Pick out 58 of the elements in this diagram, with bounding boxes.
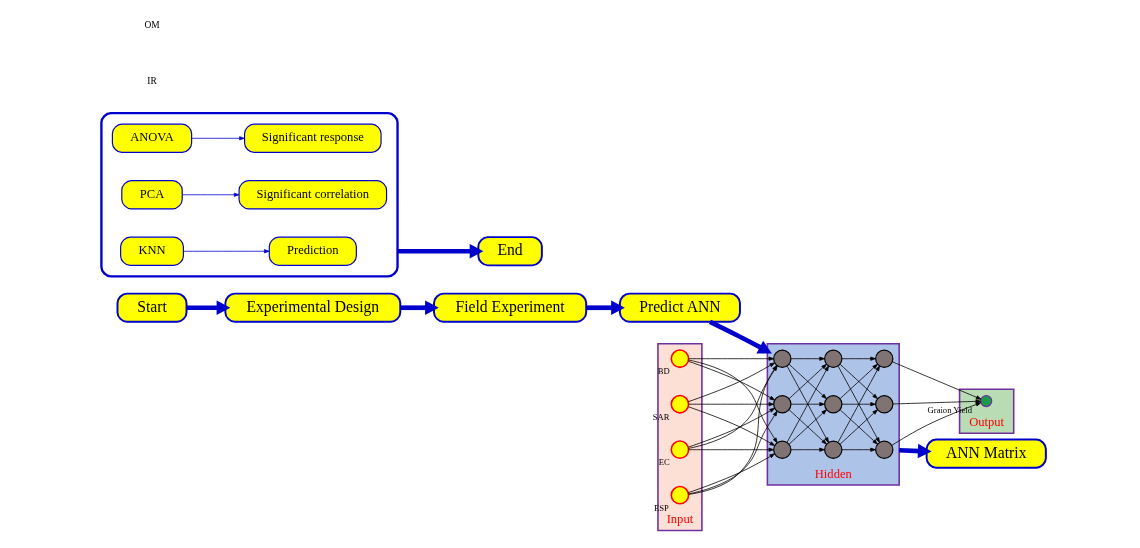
arrow bbox=[687, 356, 774, 361]
arrow bbox=[190, 136, 245, 141]
node-box: Experimental Design bbox=[223, 292, 401, 323]
label: OM bbox=[143, 19, 160, 30]
arrow bbox=[687, 453, 775, 493]
node-box: ANOVA bbox=[111, 123, 192, 153]
arrow bbox=[181, 192, 239, 197]
arrow bbox=[585, 300, 625, 315]
arrow bbox=[687, 402, 774, 407]
arrow bbox=[790, 447, 825, 452]
node-circle bbox=[874, 440, 893, 459]
node-circle bbox=[874, 395, 893, 414]
node-box: Start bbox=[116, 292, 187, 323]
arrow bbox=[891, 361, 981, 400]
node-box: Prediction bbox=[268, 236, 357, 266]
node-box: Field Experiment bbox=[432, 292, 587, 323]
node-circle bbox=[772, 440, 791, 459]
node-label: EC bbox=[658, 457, 670, 468]
node-circle bbox=[979, 395, 992, 408]
arrow bbox=[891, 402, 981, 446]
node-box: ANN Matrix bbox=[925, 438, 1047, 469]
arrow bbox=[898, 443, 932, 459]
node-box: End bbox=[476, 236, 543, 267]
node-box: Significant correlation bbox=[238, 180, 387, 210]
node-circle bbox=[670, 349, 689, 369]
arrow bbox=[182, 249, 269, 254]
node-circle bbox=[670, 485, 689, 505]
node-circle bbox=[670, 440, 689, 460]
arrow bbox=[839, 409, 878, 445]
arrow bbox=[837, 365, 880, 443]
node-label: BD bbox=[657, 366, 670, 377]
arrow bbox=[790, 402, 825, 407]
node-box: Predict ANN bbox=[618, 292, 741, 323]
node-box: PCA bbox=[120, 180, 183, 210]
node-circle bbox=[670, 394, 689, 414]
cluster bbox=[99, 112, 399, 278]
node-circle bbox=[772, 349, 791, 368]
arrow bbox=[841, 402, 876, 407]
arrow bbox=[892, 399, 981, 405]
arrow bbox=[687, 410, 778, 495]
arrow bbox=[841, 447, 876, 452]
label: IR bbox=[146, 76, 157, 87]
arrow bbox=[399, 300, 439, 315]
arrow bbox=[186, 300, 230, 315]
node-circle bbox=[823, 440, 842, 459]
arrow bbox=[687, 447, 774, 452]
node-circle bbox=[874, 349, 893, 368]
arrow bbox=[786, 365, 829, 443]
arrow bbox=[790, 356, 825, 361]
arrow bbox=[841, 356, 876, 361]
node-box: Significant response bbox=[243, 123, 382, 153]
arrow bbox=[708, 319, 772, 354]
node-circle bbox=[772, 395, 791, 414]
arrow bbox=[397, 244, 483, 259]
node-circle bbox=[823, 349, 842, 368]
node-circle bbox=[823, 395, 842, 414]
node-box: KNN bbox=[119, 236, 184, 266]
arrow bbox=[788, 409, 827, 445]
